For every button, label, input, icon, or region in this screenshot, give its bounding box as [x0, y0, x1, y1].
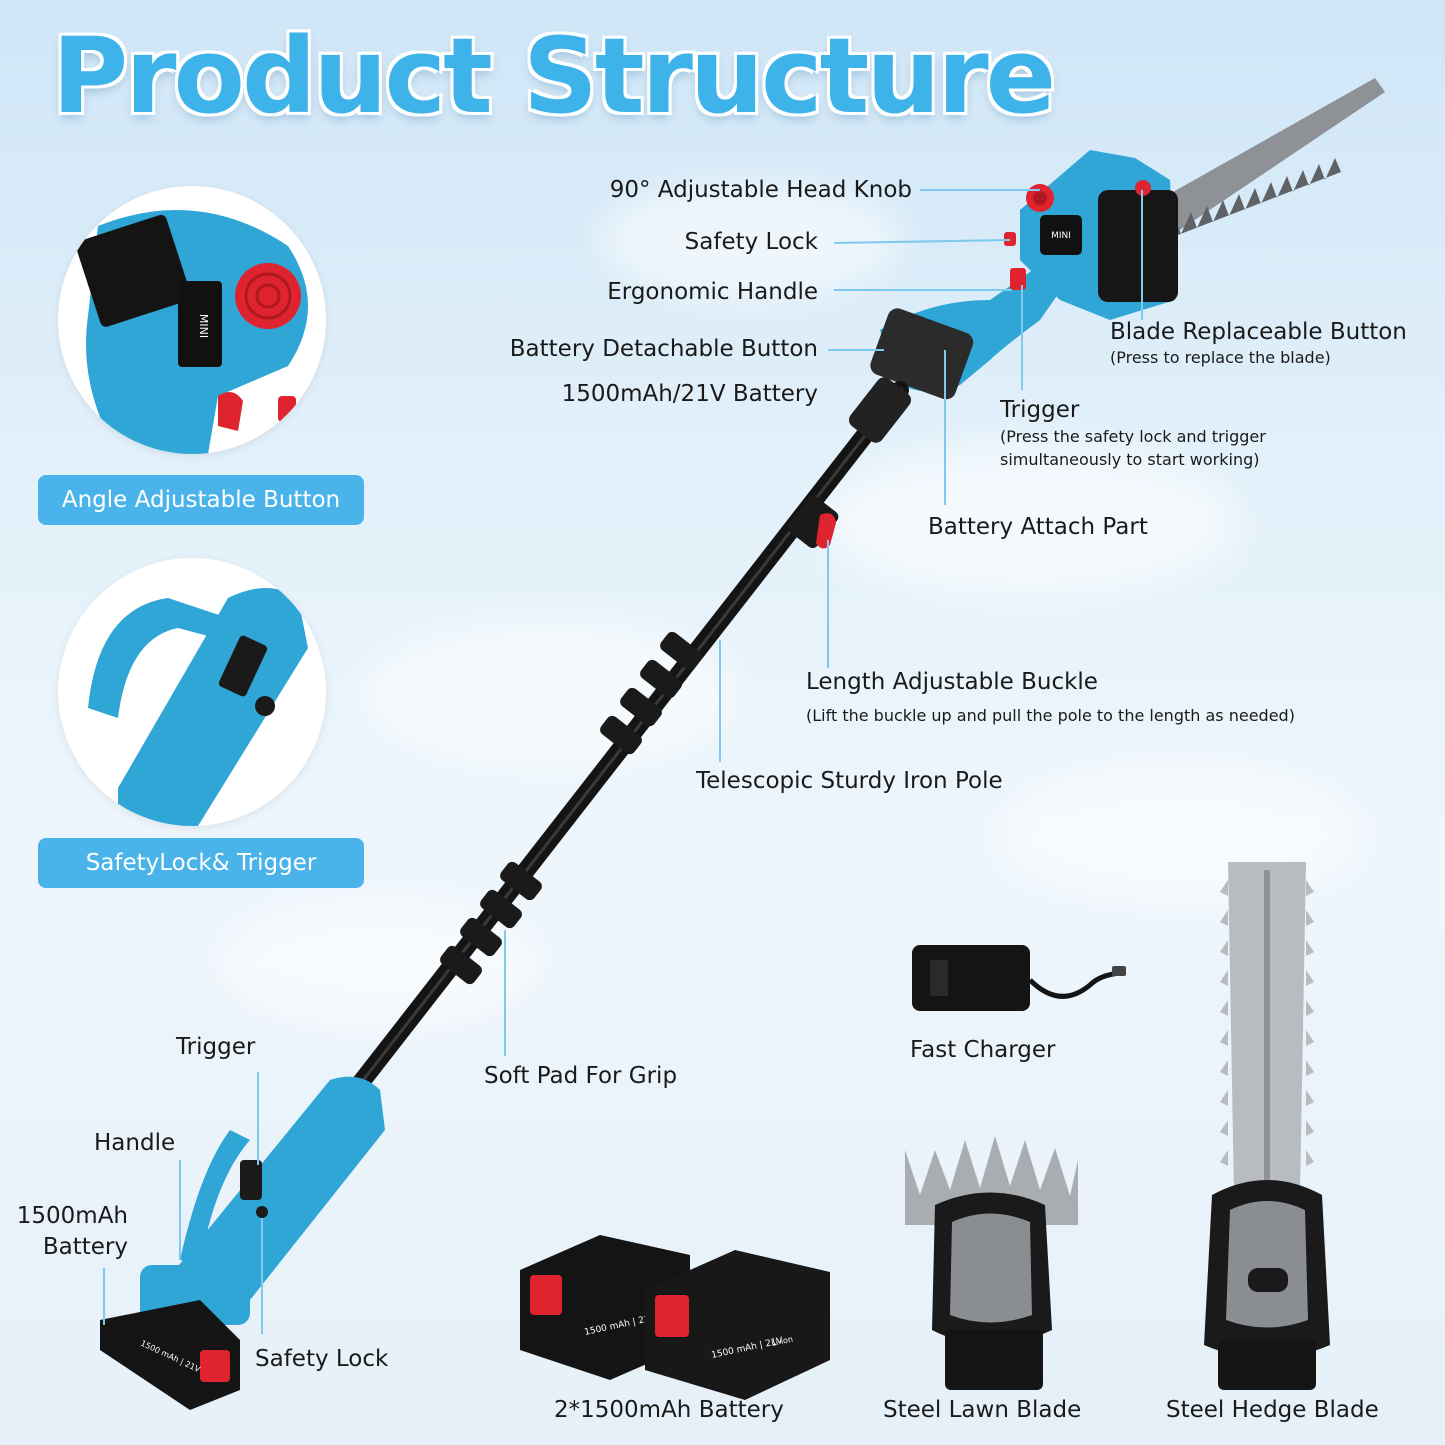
leader-lines [103, 189, 1143, 1334]
callout-blade-replace: Blade Replaceable Button [1110, 319, 1407, 345]
callout-battery-detach: Battery Detachable Button [509, 336, 818, 362]
cloud [820, 440, 1240, 600]
detail-angle-button: MINI [58, 186, 326, 454]
callout-head-knob: 90° Adjustable Head Knob [609, 177, 912, 203]
closeup-badge-text: MINI [197, 314, 210, 338]
callout-battery-attach: Battery Attach Part [928, 514, 1148, 540]
callout-trigger-note-2: simultaneously to start working) [1000, 450, 1260, 469]
accessory-hedge-blade-label: Steel Hedge Blade [1166, 1397, 1379, 1423]
callout-soft-pad: Soft Pad For Grip [484, 1063, 678, 1089]
telescopic-pole [346, 377, 912, 1099]
callout-trigger-note-1: (Press the safety lock and trigger [1000, 427, 1266, 446]
detail-safety-trigger [58, 558, 326, 826]
callout-safety-lock: Safety Lock [684, 229, 818, 255]
bottom-grip: 1500 mAh | 21V [100, 1076, 385, 1410]
hedge-blade-illustration [1204, 862, 1330, 1390]
callout-length-buckle-note: (Lift the buckle up and pull the pole to… [806, 706, 1295, 725]
callout-bottom-safety-lock: Safety Lock [255, 1346, 389, 1372]
angle-button-closeup: MINI [75, 210, 308, 454]
accessory-batteries-label: 2*1500mAh Battery [554, 1397, 784, 1423]
accessory-charger-label: Fast Charger [910, 1037, 1056, 1063]
cloud [600, 180, 900, 300]
battery-pack-illustration: 1500 mAh | 21V 1500 mAh | 21V Li-ion [520, 1235, 830, 1400]
callout-battery-spec: 1500mAh/21V Battery [561, 381, 818, 407]
page-title: Product Structure [52, 15, 1056, 137]
callout-bottom-battery-1: 1500mAh [16, 1203, 128, 1229]
accessory-lawn-blade-label: Steel Lawn Blade [883, 1397, 1082, 1423]
head-badge-text: MINI [1051, 231, 1071, 241]
tag-safety-lock-trigger: SafetyLock& Trigger [38, 838, 364, 888]
callout-ergonomic-handle: Ergonomic Handle [607, 279, 818, 305]
callout-pole: Telescopic Sturdy Iron Pole [696, 768, 1003, 794]
safety-trigger-closeup [88, 588, 308, 826]
callout-bottom-battery-2: Battery [42, 1234, 128, 1260]
tag-angle-adjustable-button: Angle Adjustable Button [38, 475, 364, 525]
callout-length-buckle: Length Adjustable Buckle [806, 669, 1098, 695]
lawn-blade-illustration [905, 1136, 1078, 1390]
callout-bottom-trigger: Trigger [176, 1034, 256, 1060]
hedge-blade-on-tool [1150, 78, 1385, 240]
charger-illustration [912, 945, 1126, 1011]
callout-bottom-handle: Handle [94, 1130, 176, 1156]
callout-trigger: Trigger [1000, 397, 1080, 423]
callout-blade-replace-note: (Press to replace the blade) [1110, 348, 1331, 367]
battery-2-chem: Li-ion [771, 1335, 794, 1348]
tool-handle [870, 232, 1075, 400]
